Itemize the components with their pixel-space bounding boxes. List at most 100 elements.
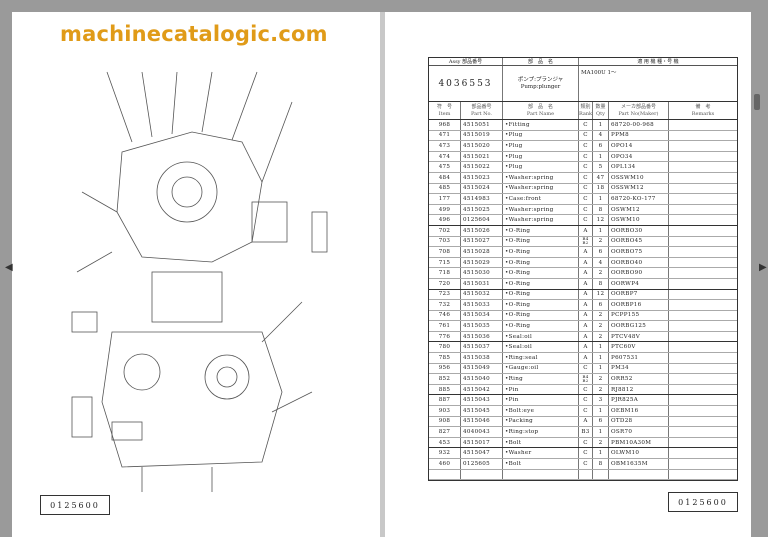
table-cell: 4515023 bbox=[461, 172, 503, 183]
table-cell: 12 bbox=[593, 289, 609, 300]
table-cell: 956 bbox=[429, 363, 461, 374]
table-cell: 702 bbox=[429, 225, 461, 236]
table-cell: 4515026 bbox=[461, 225, 503, 236]
table-cell: 18 bbox=[593, 183, 609, 194]
table-cell: 3 bbox=[593, 395, 609, 406]
table-cell bbox=[461, 469, 503, 480]
table-cell bbox=[593, 469, 609, 480]
table-cell: 474 bbox=[429, 151, 461, 162]
scrollbar-thumb[interactable] bbox=[754, 94, 760, 110]
chevron-right-icon[interactable]: ▶ bbox=[759, 262, 767, 273]
table-cell: RJ8812 bbox=[609, 384, 669, 395]
table-cell: OSR70 bbox=[609, 427, 669, 437]
table-cell: 4515025 bbox=[461, 204, 503, 215]
table-cell: 68720-00-968 bbox=[609, 120, 669, 130]
assy-label: Assy 部品番号 bbox=[429, 58, 503, 65]
table-cell: 1 bbox=[593, 448, 609, 458]
table-cell: •O-Ring bbox=[503, 247, 579, 257]
table-cell: 1 bbox=[593, 342, 609, 353]
table-cell: •Ring bbox=[503, 374, 579, 384]
table-cell: •Pin bbox=[503, 384, 579, 395]
table-cell: 4515033 bbox=[461, 300, 503, 310]
table-cell: 852 bbox=[429, 374, 461, 384]
table-cell: •O-Ring bbox=[503, 278, 579, 289]
table-cell bbox=[669, 448, 737, 458]
table-cell: OORBO40 bbox=[609, 257, 669, 268]
table-cell: 6 bbox=[593, 300, 609, 310]
table-cell: 453 bbox=[429, 437, 461, 448]
table-cell bbox=[669, 194, 737, 204]
table-cell: 903 bbox=[429, 406, 461, 416]
table-cell: 6 bbox=[593, 416, 609, 427]
table-cell: 4515024 bbox=[461, 183, 503, 194]
exploded-parts-diagram bbox=[71, 71, 328, 492]
column-header-en: Part Name bbox=[526, 110, 555, 117]
table-cell: •Washer:spring bbox=[503, 204, 579, 215]
table-cell bbox=[669, 321, 737, 331]
table-cell: 723 bbox=[429, 289, 461, 300]
chevron-left-icon[interactable]: ◀ bbox=[5, 262, 13, 273]
table-cell: 4515034 bbox=[461, 310, 503, 321]
page-code: 0125600 bbox=[668, 492, 738, 512]
table-cell: 4515035 bbox=[461, 321, 503, 331]
column-header-en: Item bbox=[438, 110, 451, 117]
table-cell: A bbox=[579, 331, 593, 342]
table-cell bbox=[669, 173, 737, 183]
table-cell: 4515020 bbox=[461, 141, 503, 151]
table-cell: C bbox=[579, 130, 593, 141]
table-cell: A bbox=[579, 289, 593, 300]
table-cell: •Gauge:oil bbox=[503, 363, 579, 374]
table-cell: 499 bbox=[429, 204, 461, 215]
table-cell: OORBO45 bbox=[609, 236, 669, 247]
table-cell: C bbox=[579, 395, 593, 406]
table-cell: 2 bbox=[593, 374, 609, 384]
table-cell: 68720-KO-177 bbox=[609, 194, 669, 204]
table-cell: B3 bbox=[579, 427, 593, 437]
table-cell: 471 bbox=[429, 130, 461, 141]
table-cell: 4515045 bbox=[461, 406, 503, 416]
table-cell: OSSWM12 bbox=[609, 183, 669, 194]
table-cell: 12 bbox=[593, 215, 609, 225]
table-cell: OORBP16 bbox=[609, 300, 669, 310]
table-cell: A bbox=[579, 268, 593, 278]
name-label: 部 品 名 bbox=[503, 58, 579, 65]
column-header-jp: 備 考 bbox=[695, 103, 711, 110]
table-cell: OORWP4 bbox=[609, 278, 669, 289]
table-cell bbox=[669, 184, 737, 194]
table-cell: 4515040 bbox=[461, 374, 503, 384]
table-cell bbox=[503, 469, 579, 480]
table-cell: 2 bbox=[593, 268, 609, 278]
table-cell: •O-Ring bbox=[503, 225, 579, 236]
table-cell bbox=[669, 205, 737, 215]
table-cell: C bbox=[579, 406, 593, 416]
table-cell: 2 bbox=[593, 384, 609, 395]
right-page: Assy 部品番号 部 品 名 適 用 機 種・号 機 4036553 ポンプ:… bbox=[385, 12, 751, 537]
table-cell: 4515022 bbox=[461, 162, 503, 172]
table-cell: •Plug bbox=[503, 141, 579, 151]
table-cell: OBM1635M bbox=[609, 459, 669, 469]
table-cell: OORBO75 bbox=[609, 247, 669, 257]
table-cell bbox=[669, 385, 737, 395]
table-cell: 1 bbox=[593, 225, 609, 236]
table-cell: 47 bbox=[593, 172, 609, 183]
table-cell: OTD28 bbox=[609, 416, 669, 427]
table-cell: 4515019 bbox=[461, 130, 503, 141]
